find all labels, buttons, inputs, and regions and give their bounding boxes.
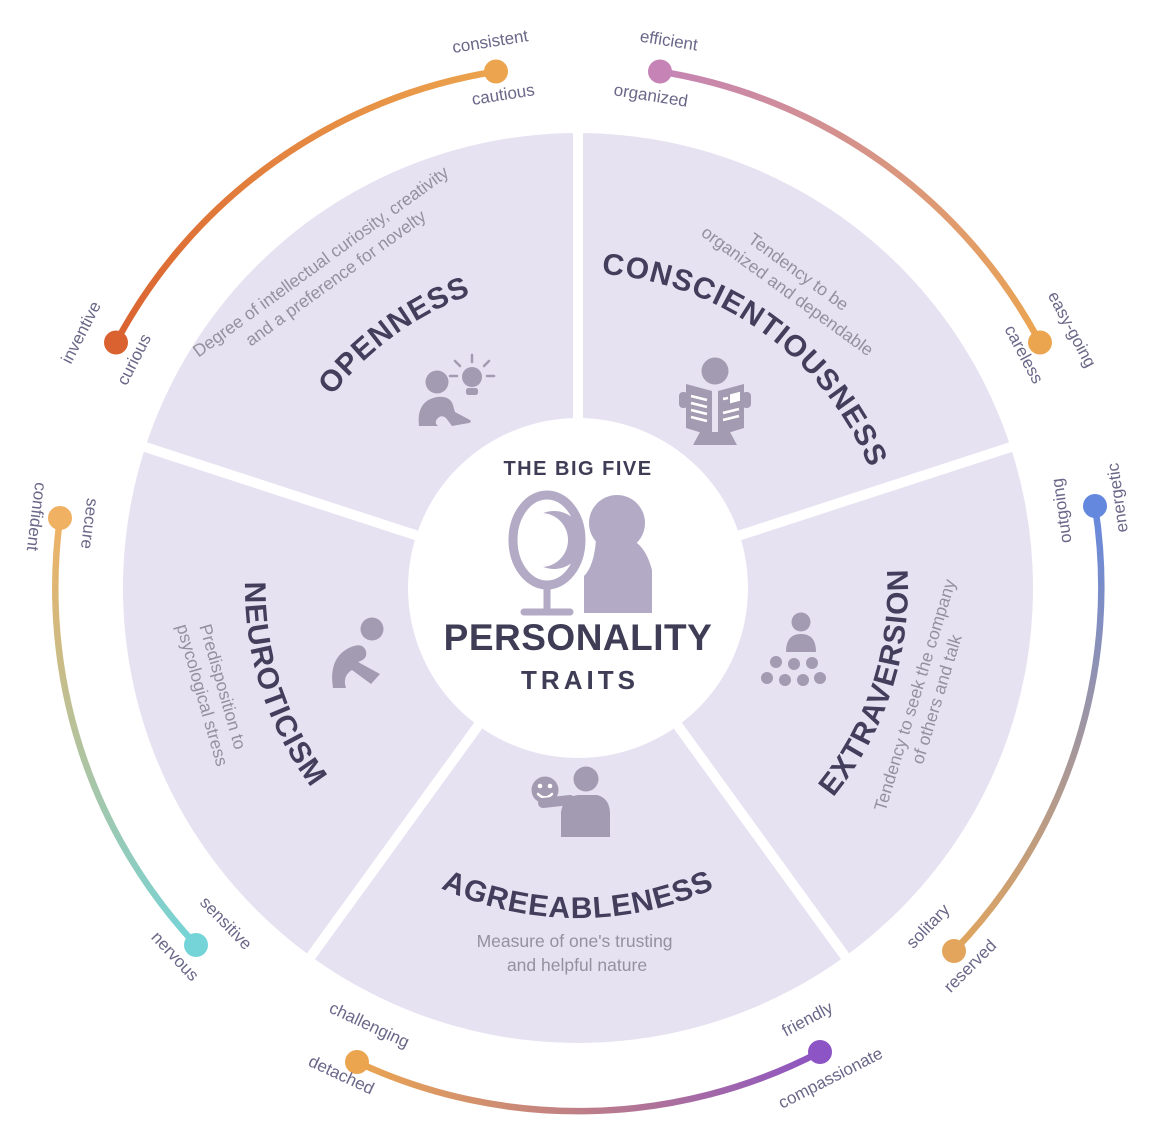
confident-secure-dot [48,506,72,530]
extraversion-spectrum-arc [950,502,1105,955]
person-holding-smiley-icon [531,766,610,837]
solitary-reserved-dot [942,939,966,963]
consistent-cautious-dot [484,59,508,84]
label-efficient: efficient [639,27,700,55]
center-kicker: THE BIG FIVE [503,458,652,480]
challenging-detached-dot [345,1050,369,1074]
segment-dividers [140,130,1016,962]
sensitive-nervous-dot [184,933,208,957]
outgoing-energetic-dot [1083,494,1107,518]
agreeableness-description: Measure of one's trusting and helpful na… [477,931,678,975]
center-circle [408,418,748,758]
label-energetic: energetic [1103,461,1132,533]
label-friendly: friendly [779,998,837,1041]
speaker-with-audience-icon [761,612,826,686]
label-confident: confident [23,481,50,552]
mirror-icon [508,490,586,616]
head-silhouette-icon [584,495,652,613]
inventive-curious-dot [104,330,128,355]
person-with-lightbulb-icon [418,353,496,426]
crouched-person-icon [332,617,384,688]
easygoing-careless-dot [1028,330,1052,355]
agreeableness-spectrum-arc [353,1048,824,1115]
label-easy-going: easy-going [1044,288,1100,370]
center-subtitle: TRAITS [521,665,639,695]
label-consistent: consistent [451,26,530,57]
person-reading-newspaper-icon [679,357,751,445]
label-secure: secure [77,497,102,550]
label-inventive: inventive [57,298,104,366]
conscientiousness-spectrum-arc [656,68,1044,346]
friendly-compassionate-dot [808,1040,832,1064]
neuroticism-spectrum-arc [52,514,200,949]
efficient-organized-dot [648,59,672,84]
center-title: PERSONALITY [444,617,713,658]
spectrum-arcs [48,59,1107,1115]
label-cautious: cautious [470,80,536,109]
label-outgoing: outgoing [1048,477,1076,544]
label-organized: organized [612,80,689,110]
openness-spectrum-arc [112,68,500,346]
